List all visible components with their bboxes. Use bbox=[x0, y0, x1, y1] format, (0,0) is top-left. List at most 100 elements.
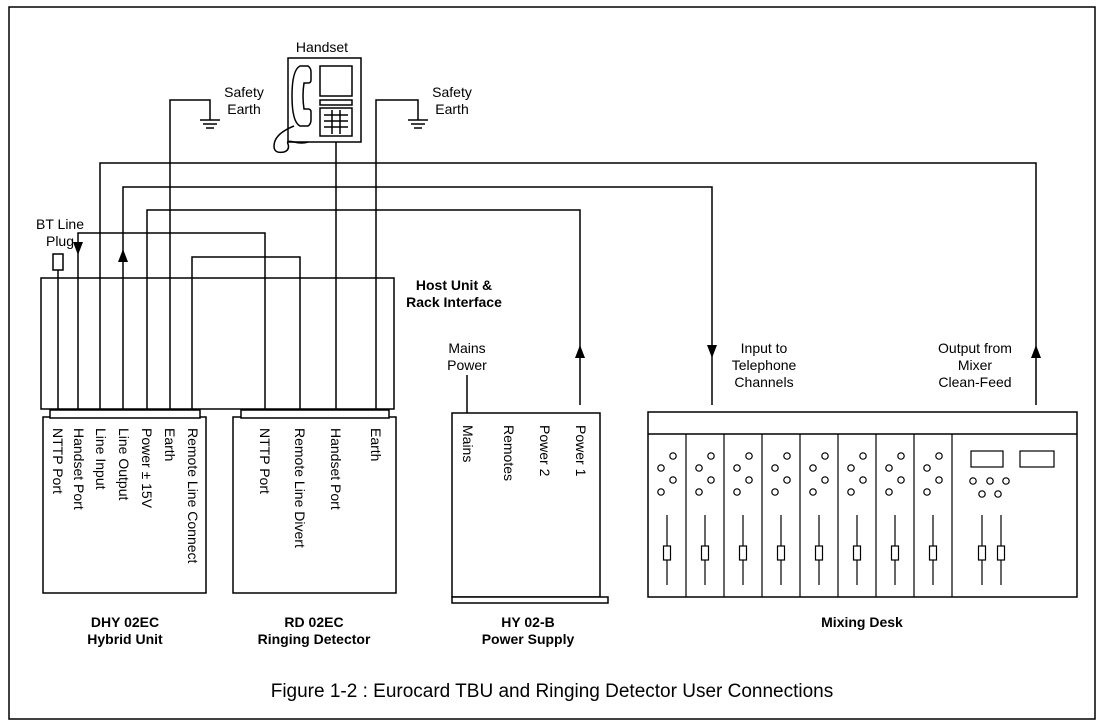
mixer-channels bbox=[657, 434, 1055, 597]
dhy-port-power: Power ± 15V bbox=[139, 428, 155, 509]
mixer-knob bbox=[657, 464, 665, 472]
arrow-power bbox=[575, 345, 585, 358]
arrow-mixer-out bbox=[1031, 345, 1041, 358]
safety-earth-left-line2: Earth bbox=[227, 101, 260, 117]
psu-port-remotes: Remotes bbox=[501, 425, 517, 481]
rd-connector bbox=[240, 409, 390, 419]
wire-handset-port bbox=[77, 232, 266, 410]
rd-port-nttp: NTTP Port bbox=[257, 428, 273, 494]
input-telephone-label-3: Channels bbox=[734, 374, 793, 390]
arrow-telephone-in bbox=[707, 345, 717, 358]
mixer-master-knob bbox=[994, 490, 1002, 498]
mixer-fader-knob bbox=[928, 545, 938, 561]
mixer-knob bbox=[897, 452, 905, 460]
mixer-fader-knob bbox=[814, 545, 824, 561]
mixer-knob bbox=[783, 476, 791, 484]
mixer-knob bbox=[859, 476, 867, 484]
input-telephone-label-2: Telephone bbox=[732, 357, 797, 373]
mixer-knob bbox=[707, 452, 715, 460]
dhy-port-earth: Earth bbox=[162, 428, 178, 461]
mixer-master-knob bbox=[969, 477, 977, 485]
safety-earth-left-line1: Safety bbox=[224, 84, 264, 100]
psu-name-1: HY 02-B bbox=[501, 614, 554, 630]
rd-port-handset: Handset Port bbox=[328, 428, 344, 510]
mixer-knob bbox=[847, 488, 855, 496]
ground-symbol-right bbox=[375, 99, 428, 410]
mixer-knob bbox=[783, 452, 791, 460]
mixer-fader-knob bbox=[738, 545, 748, 561]
dhy-port-remote-line-connect: Remote Line Connect bbox=[185, 428, 201, 564]
psu-base bbox=[451, 596, 609, 604]
mixer-master-fader-knob bbox=[996, 545, 1006, 561]
rd-port-earth: Earth bbox=[368, 428, 384, 461]
mixer-knob bbox=[669, 452, 677, 460]
mixer-master-knob bbox=[1002, 477, 1010, 485]
psu-port-power1: Power 1 bbox=[573, 425, 589, 477]
safety-earth-right-line1: Safety bbox=[432, 84, 472, 100]
mixer-knob bbox=[669, 476, 677, 484]
mixer-knob bbox=[897, 476, 905, 484]
mixer-meter-left bbox=[970, 450, 1004, 468]
mixer-knob bbox=[733, 464, 741, 472]
mixer-knob bbox=[935, 452, 943, 460]
dhy-port-line-input: Line Input bbox=[93, 428, 109, 490]
psu-name-2: Power Supply bbox=[482, 631, 575, 647]
mixer-master-knob bbox=[978, 490, 986, 498]
bt-line-label-2: Plug bbox=[46, 233, 74, 249]
mixer-knob bbox=[771, 488, 779, 496]
mixer-knob bbox=[935, 476, 943, 484]
mains-power-label-1: Mains bbox=[448, 340, 485, 356]
mixer-fader-knob bbox=[852, 545, 862, 561]
dhy-unit-box bbox=[42, 416, 207, 594]
mixer-knob bbox=[733, 488, 741, 496]
mixer-knob bbox=[821, 476, 829, 484]
mixer-knob bbox=[771, 464, 779, 472]
output-mixer-label-1: Output from bbox=[938, 340, 1012, 356]
mixer-knob bbox=[809, 488, 817, 496]
mixing-desk-box bbox=[647, 411, 1078, 598]
mixer-knob bbox=[885, 488, 893, 496]
bt-line-label-1: BT Line bbox=[36, 216, 84, 232]
mixer-fader-knob bbox=[776, 545, 786, 561]
mixer-knob bbox=[821, 452, 829, 460]
safety-earth-right-line2: Earth bbox=[435, 101, 468, 117]
input-telephone-label-1: Input to bbox=[741, 340, 788, 356]
mixer-master-fader-knob bbox=[977, 545, 987, 561]
wire-remote-line bbox=[191, 256, 301, 410]
wire-line-input bbox=[99, 162, 1037, 410]
handset-icon bbox=[273, 57, 362, 154]
mixer-knob bbox=[923, 488, 931, 496]
mixer-knob bbox=[847, 464, 855, 472]
mixer-master-knob bbox=[986, 477, 994, 485]
psu-ports: Mains Remotes Power 2 Power 1 bbox=[460, 425, 589, 481]
dhy-port-nttp: NTTP Port bbox=[50, 428, 66, 494]
wire-line-output bbox=[122, 186, 713, 410]
mixer-knob bbox=[859, 452, 867, 460]
mixer-meter-right bbox=[1019, 450, 1055, 468]
mixer-knob bbox=[809, 464, 817, 472]
dhy-ports: NTTP Port Handset Port Line Input Line O… bbox=[50, 428, 201, 564]
arrow-line-output bbox=[118, 249, 128, 262]
output-mixer-label-2: Mixer bbox=[958, 357, 993, 373]
psu-port-power2: Power 2 bbox=[537, 425, 553, 477]
mixer-knob bbox=[657, 488, 665, 496]
dhy-port-handset: Handset Port bbox=[71, 428, 87, 510]
host-unit-box bbox=[40, 277, 395, 410]
mixer-knob bbox=[745, 452, 753, 460]
mixer-fader-knob bbox=[700, 545, 710, 561]
figure-frame bbox=[8, 6, 1096, 720]
wire-power bbox=[146, 209, 581, 410]
mixer-knob bbox=[923, 464, 931, 472]
rd-port-remote-line-divert: Remote Line Divert bbox=[292, 428, 308, 548]
rd-ports: NTTP Port Remote Line Divert Handset Por… bbox=[257, 428, 384, 548]
handset-label: Handset bbox=[296, 39, 348, 55]
rd-name-1: RD 02EC bbox=[284, 614, 343, 630]
mixer-knob bbox=[695, 464, 703, 472]
psu-port-mains: Mains bbox=[460, 425, 476, 462]
ground-symbol-left bbox=[169, 99, 220, 410]
dhy-port-line-output: Line Output bbox=[116, 428, 132, 500]
mixer-knob bbox=[885, 464, 893, 472]
mixer-knob bbox=[695, 488, 703, 496]
